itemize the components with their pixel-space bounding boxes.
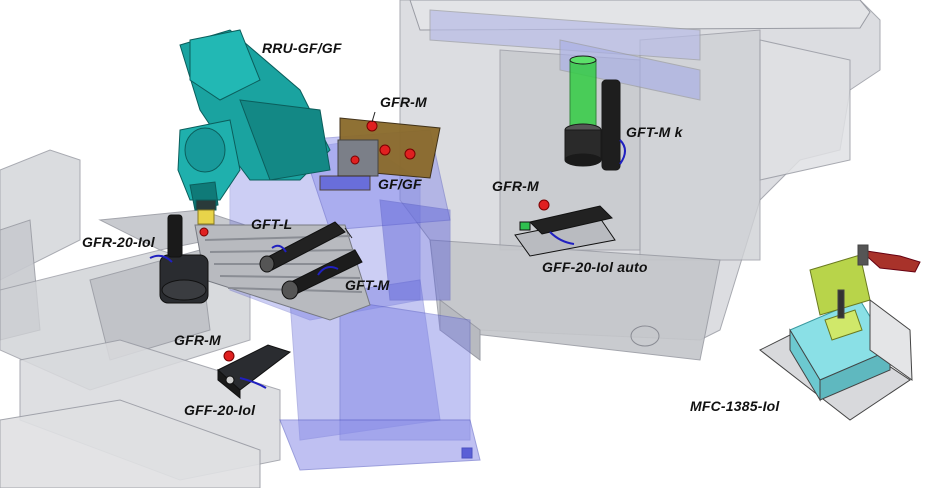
label-gft-m: GFT-M [345, 277, 390, 293]
leader-lines [344, 111, 376, 239]
label-gft-l: GFT-L [251, 216, 293, 232]
gft-m-k-tool [564, 55, 626, 171]
label-gft-m-k: GFT-M k [626, 124, 683, 140]
gf-gf-plate [319, 117, 441, 191]
label-rru-gf-gf: RRU-GF/GF [262, 40, 342, 56]
label-gfr-m-right: GFR-M [492, 178, 539, 194]
gfr-20-iol-gripper [149, 214, 209, 304]
gft-cylinders [259, 221, 363, 300]
gff-20-iol-left [217, 344, 292, 400]
gff-20-iol-auto [514, 199, 616, 257]
mfc-1385-iol-station [759, 244, 921, 421]
label-gf-gf: GF/GF [378, 176, 422, 192]
label-gfr-m-top: GFR-M [380, 94, 427, 110]
label-gfr-m-left: GFR-M [174, 332, 221, 348]
robot-arm [177, 29, 331, 237]
label-gff-20-iol-auto: GFF-20-Iol auto [542, 259, 648, 275]
label-gff-20-iol: GFF-20-Iol [184, 402, 256, 418]
label-mfc-1385-iol: MFC-1385-Iol [690, 398, 780, 414]
machining-center [399, 0, 881, 361]
label-gfr-20-iol: GFR-20-Iol [82, 234, 155, 250]
